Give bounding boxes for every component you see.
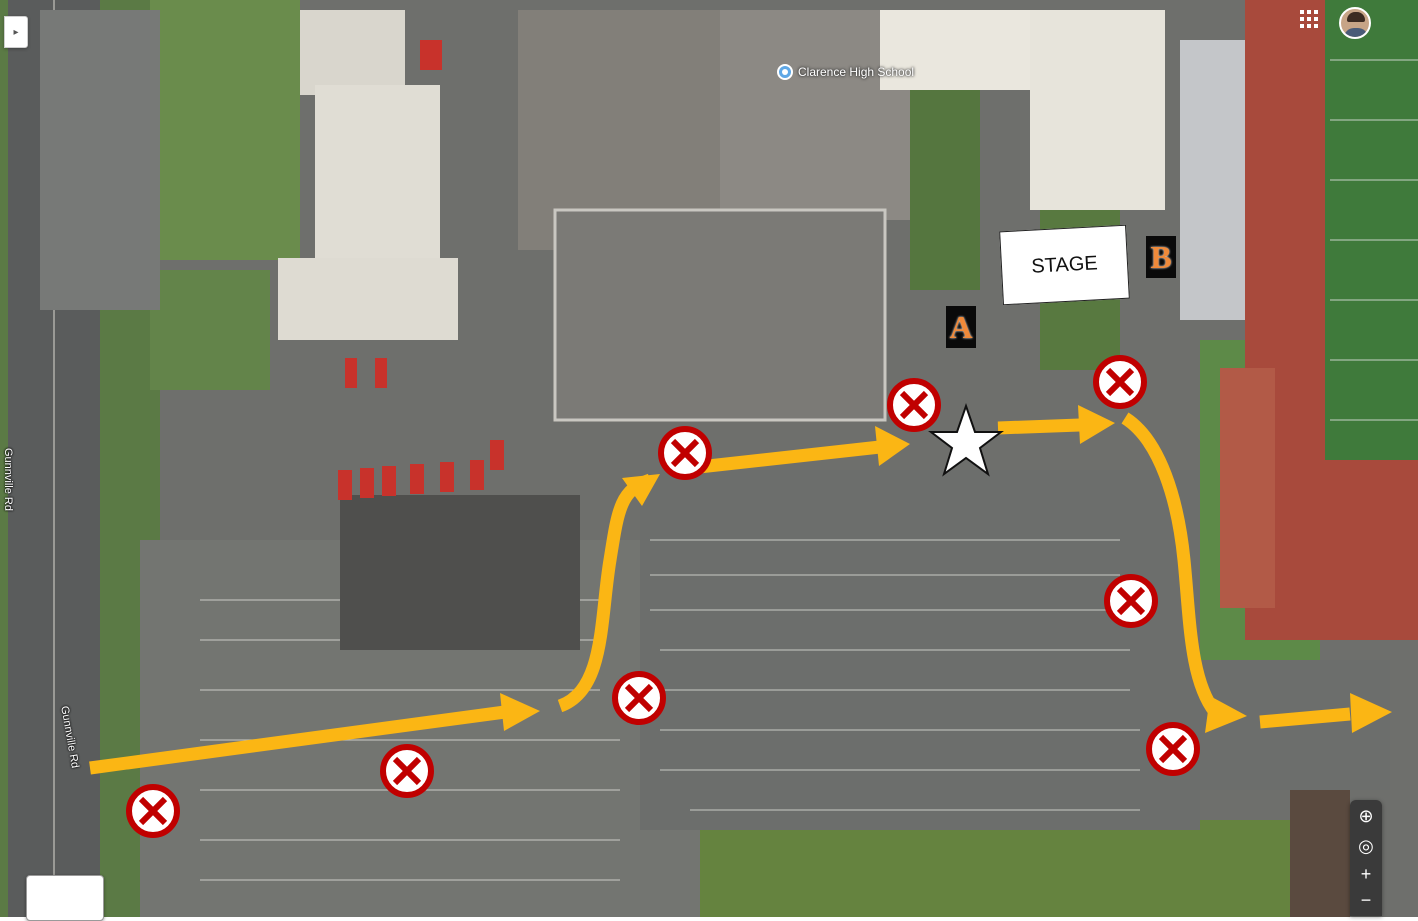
building-c [278,258,458,340]
stage-label-box: STAGE [999,224,1130,306]
school-east-wing [880,10,1040,90]
zoom-in-button[interactable]: + [1350,860,1382,888]
globe-icon: ⊕ [1358,805,1374,826]
courtyard-lawn [910,90,980,290]
zoom-out-button[interactable]: − [1350,886,1382,914]
football-field [1325,0,1418,460]
no-entry-marker [380,744,434,798]
west-lot [40,10,160,310]
no-entry-markers [126,355,1200,838]
school-pin-icon[interactable] [777,64,793,80]
route-arrowheads [500,405,1392,733]
building-a [300,10,405,95]
no-entry-marker [126,784,180,838]
no-entry-marker [887,378,941,432]
avatar[interactable] [1339,7,1371,39]
no-entry-marker [612,671,666,725]
route-segment-5 [1121,412,1221,716]
long-jump-runway [1220,368,1275,608]
star-marker [928,402,1004,477]
south-field [690,820,1350,917]
stage-label: STAGE [1030,251,1099,278]
no-entry-marker [658,426,712,480]
field-lines [1330,59,1418,421]
my-location-button[interactable]: ◎ [1350,832,1382,860]
my-location-icon: ◎ [1358,835,1374,856]
map-controls: ⊕ ◎ + − [1350,800,1382,916]
zone-a-label: A [949,308,973,345]
bus-garage [340,495,580,650]
school-roof [720,10,910,220]
road-label: Gunnville Rd [2,448,14,511]
minus-icon: − [1360,889,1372,910]
zone-b-marker: B [1146,236,1176,278]
apps-grid-icon[interactable] [1300,10,1320,30]
school-gym [553,208,887,422]
layers-button[interactable]: ⊕ [1350,802,1382,830]
no-entry-marker [1093,355,1147,409]
lawn [150,270,270,390]
parked-trucks [338,40,504,500]
no-entry-marker [1146,722,1200,776]
plus-icon: + [1360,863,1372,884]
route-segment-3 [689,440,881,475]
building-b [315,85,440,265]
route-segment-2 [557,473,653,713]
route-segment-4 [997,418,1081,435]
zone-b-label: B [1150,238,1172,275]
chevron-right-icon: ▸ [13,26,19,38]
school-northeast-wing [1030,10,1165,210]
zone-a-marker: A [946,306,976,348]
route-segment-1 [89,705,506,775]
no-entry-marker [1104,574,1158,628]
collapse-panel-button[interactable]: ▸ [4,16,28,48]
route-arrows [89,412,1351,775]
poi-label[interactable]: Clarence High School [798,65,915,79]
northwest-lawn [150,0,300,260]
layer-thumbnail[interactable] [26,875,104,921]
route-segment-6 [1259,707,1351,729]
shed [1290,790,1350,917]
